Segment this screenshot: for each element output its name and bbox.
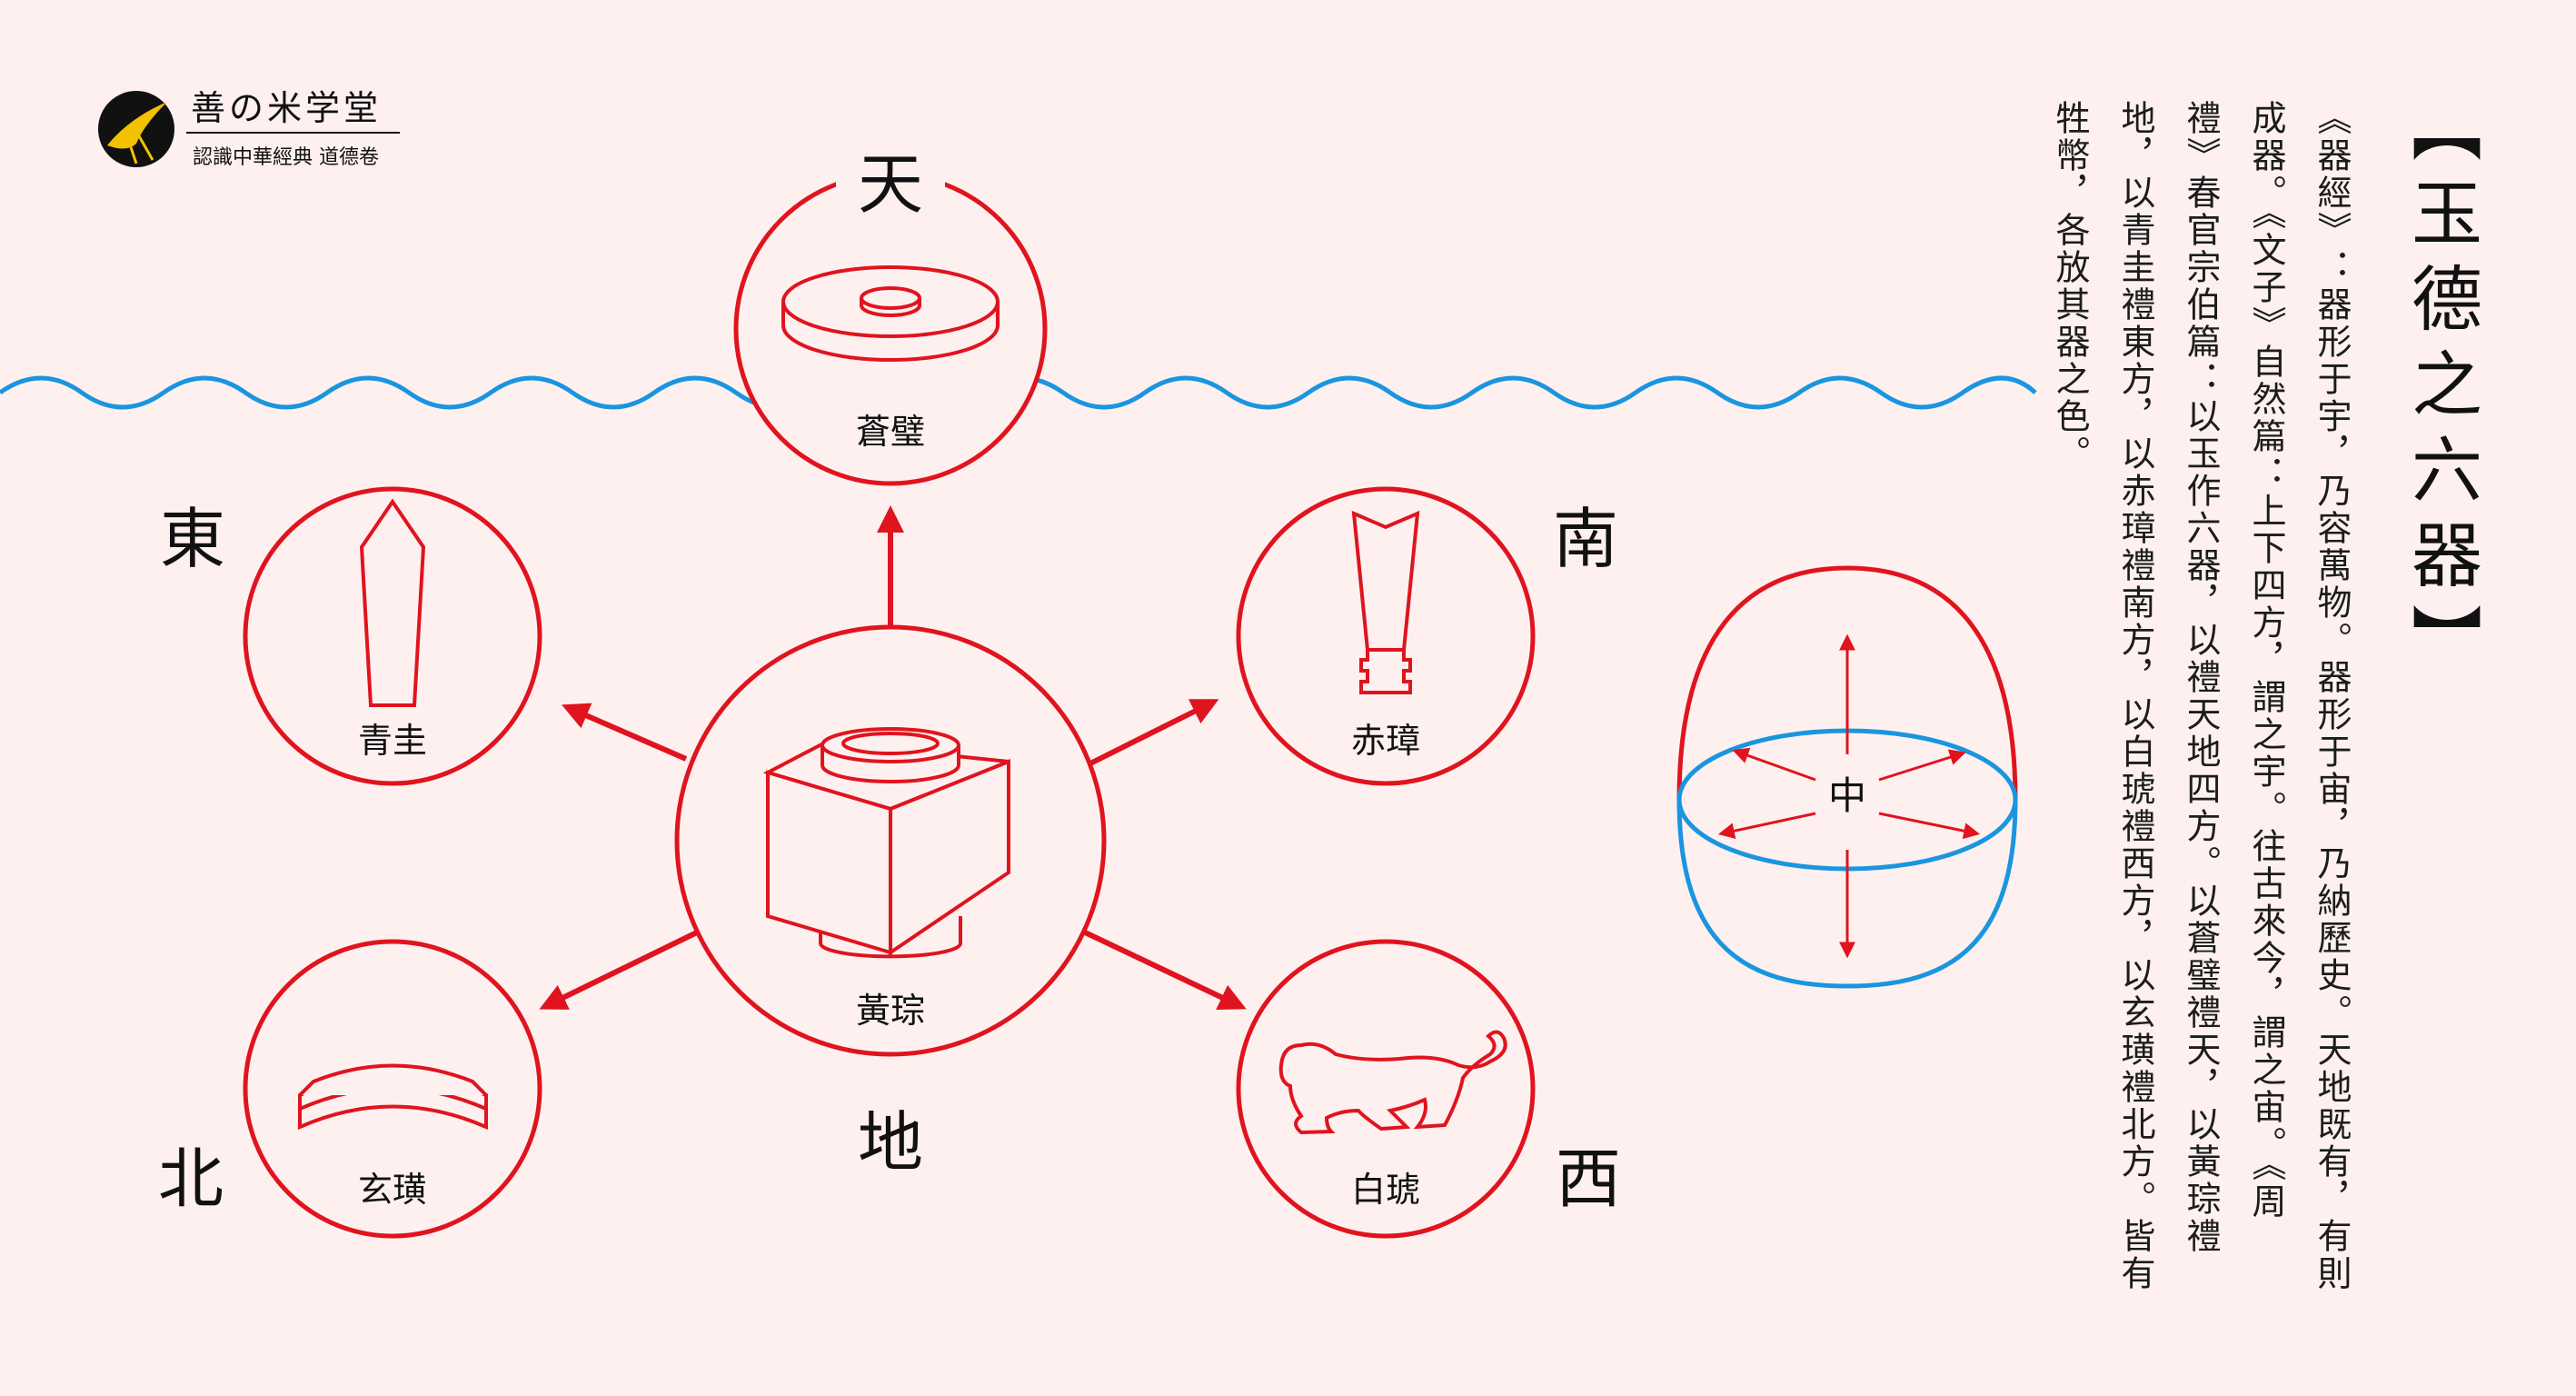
vessel-cang-bi: 蒼璧	[733, 172, 1048, 486]
direction-north: 北	[158, 1141, 224, 1217]
page-title: 【玉德之六器】	[2400, 91, 2482, 689]
vessel-xuan-huang: 玄璜	[243, 939, 542, 1239]
body-column-2: 成器。《文子》自然篇：上下四方，謂之宇。往古來今，謂之宙。《周	[2246, 100, 2286, 1221]
logo: 善の米学堂 認識中華經典 道德卷	[98, 88, 400, 169]
bi-disc-icon	[781, 265, 1000, 362]
direction-east: 東	[160, 501, 225, 577]
body-column-1: 《器經》：器形于宇，乃容萬物。器形于宙，乃納歷史。天地既有，有則	[2312, 100, 2352, 1292]
huang-arc-icon	[298, 1063, 488, 1131]
vessel-label-chi-zhang: 赤璋	[1351, 721, 1420, 761]
vessel-qing-gui: 青圭	[243, 486, 542, 786]
arrow-east	[561, 703, 688, 762]
direction-west: 西	[1556, 1141, 1621, 1217]
vessel-label-qing-gui: 青圭	[358, 721, 427, 761]
direction-heaven: 天	[858, 146, 923, 223]
body-column-5: 牲幣，各放其器之色。	[2050, 100, 2090, 473]
tiger-icon	[1278, 1030, 1507, 1135]
body-column-3: 禮》春官宗伯篇：以玉作六器，以禮天地四方。以蒼璧禮天，以黃琮禮	[2181, 100, 2221, 1255]
globe-lower-blue	[1676, 799, 2018, 989]
logo-name: 善の米学堂	[191, 88, 382, 128]
direction-earth: 地	[858, 1104, 923, 1181]
logo-subtitle: 認識中華經典 道德卷	[193, 146, 379, 169]
body-column-4: 地，以青圭禮東方，以赤璋禮南方，以白琥禮西方，以玄璜禮北方。皆有	[2115, 100, 2155, 1292]
vessel-huang-cong: 黃琮	[674, 624, 1107, 1057]
zhang-blade-icon	[1351, 510, 1420, 694]
vessel-bai-hu: 白琥	[1236, 939, 1536, 1239]
gui-tablet-icon	[359, 498, 426, 707]
vessel-label-xuan-huang: 玄璜	[358, 1170, 427, 1210]
cosmos-globe: 中	[1676, 565, 2018, 989]
globe-upper-red	[1676, 565, 2018, 801]
vessel-label-huang-cong: 黃琮	[856, 991, 925, 1031]
vessel-chi-zhang: 赤璋	[1236, 486, 1536, 786]
direction-south: 南	[1553, 501, 1618, 577]
vessel-label-bai-hu: 白琥	[1351, 1170, 1420, 1210]
arrow-south	[1089, 699, 1219, 766]
vessel-label-cang-bi: 蒼璧	[856, 412, 925, 452]
direction-center: 中	[1828, 773, 1866, 818]
cong-tube-icon	[762, 727, 1010, 959]
